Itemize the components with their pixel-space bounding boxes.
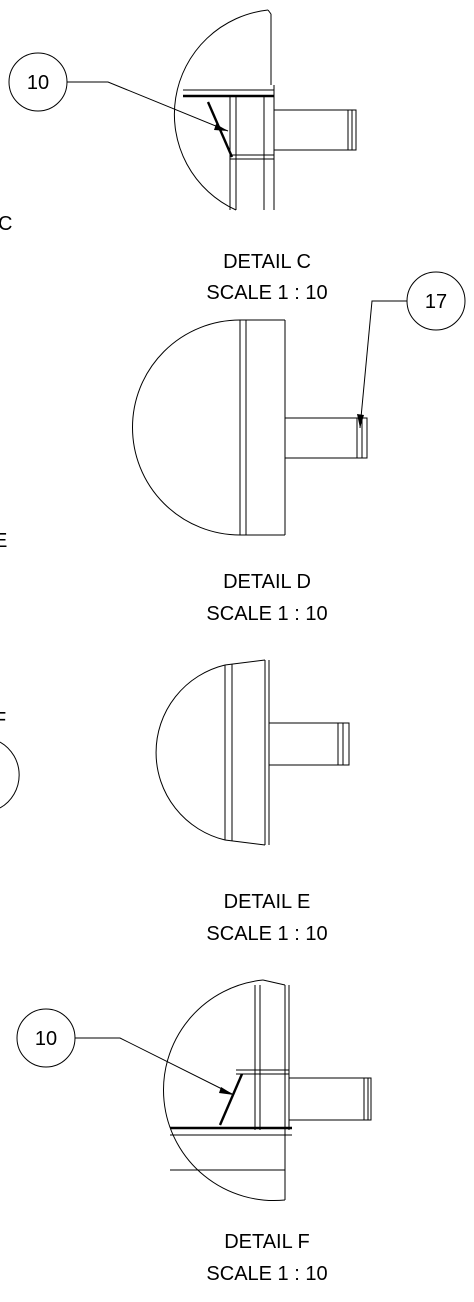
detail-e-outline-arc (155, 664, 226, 841)
detail-f-outline-arc (162, 979, 286, 1202)
detail-e-scale: SCALE 1 : 10 (206, 923, 327, 945)
detail-c: 10 DETAIL C SCALE 1 : 10 (8, 9, 357, 304)
detail-d: 17 DETAIL D SCALE 1 : 10 (132, 271, 466, 625)
detail-d-scale: SCALE 1 : 10 (206, 603, 327, 625)
margin-label-c: C (0, 213, 12, 235)
detail-e: DETAIL E SCALE 1 : 10 (155, 659, 350, 945)
svg-text:10: 10 (35, 1028, 57, 1050)
detail-d-leader (359, 300, 407, 429)
margin-label-e: E (0, 530, 7, 552)
detail-e-title: DETAIL E (224, 891, 311, 913)
detail-d-outline-arc (132, 319, 241, 536)
svg-text:10: 10 (27, 72, 49, 94)
detail-f-title: DETAIL F (224, 1231, 310, 1253)
detail-c-leader (67, 81, 229, 132)
detail-f-scale: SCALE 1 : 10 (206, 1263, 327, 1285)
margin-label-f: F (0, 709, 6, 731)
detail-f: 10 DETAIL F SCALE 1 : 10 (16, 979, 372, 1285)
detail-c-outline-arc (173, 9, 269, 211)
detail-c-scale: SCALE 1 : 10 (206, 282, 327, 304)
detail-d-title: DETAIL D (223, 571, 311, 593)
detail-c-title: DETAIL C (223, 251, 311, 273)
detail-f-leader (75, 1037, 235, 1096)
margin-circle-fragment (0, 741, 20, 809)
svg-text:17: 17 (425, 291, 447, 313)
